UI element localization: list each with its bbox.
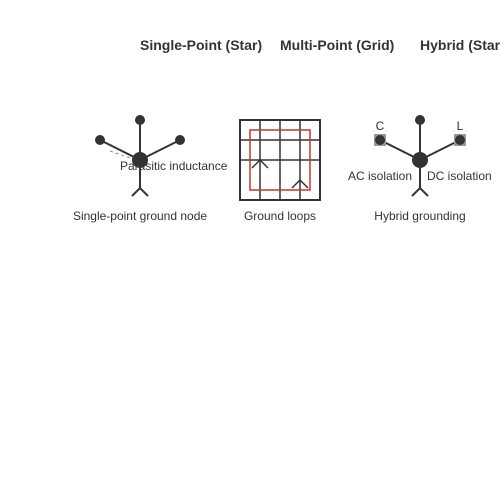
ground-symbol-icon bbox=[251, 158, 269, 169]
ground-loop-outline bbox=[249, 129, 311, 191]
ac-isolation-label: AC isolation bbox=[348, 169, 412, 183]
title-single-point: Single-Point (Star) bbox=[140, 37, 262, 53]
single-point-star: Parasitic inductance Single-point ground… bbox=[73, 115, 228, 223]
ground-symbol-icon bbox=[291, 178, 309, 189]
hybrid-node-right bbox=[455, 135, 465, 145]
ground-symbol-icon bbox=[411, 186, 429, 197]
hybrid-ground-node bbox=[412, 152, 428, 168]
inductor-label: L bbox=[457, 119, 464, 133]
ground-symbol-icon bbox=[131, 186, 149, 197]
hybrid-node-left bbox=[375, 135, 385, 145]
dc-isolation-label: DC isolation bbox=[427, 169, 492, 183]
title-hybrid: Hybrid (Star bbox=[420, 37, 500, 53]
caption-single-point: Single-point ground node bbox=[73, 209, 207, 223]
hybrid-node-top bbox=[415, 115, 425, 125]
node-top bbox=[135, 115, 145, 125]
title-multi-point: Multi-Point (Grid) bbox=[280, 37, 394, 53]
caption-hybrid: Hybrid grounding bbox=[374, 209, 465, 223]
star-ground-node bbox=[132, 152, 148, 168]
node-right bbox=[175, 135, 185, 145]
node-left bbox=[95, 135, 105, 145]
hybrid-star: C L AC isolation DC isolation Hybrid gro… bbox=[348, 115, 492, 223]
multi-point-grid: Ground loops bbox=[239, 119, 321, 223]
parasitic-label: Parasitic inductance bbox=[120, 159, 228, 173]
capacitor-label: C bbox=[376, 119, 385, 133]
caption-multi-point: Ground loops bbox=[244, 209, 316, 223]
